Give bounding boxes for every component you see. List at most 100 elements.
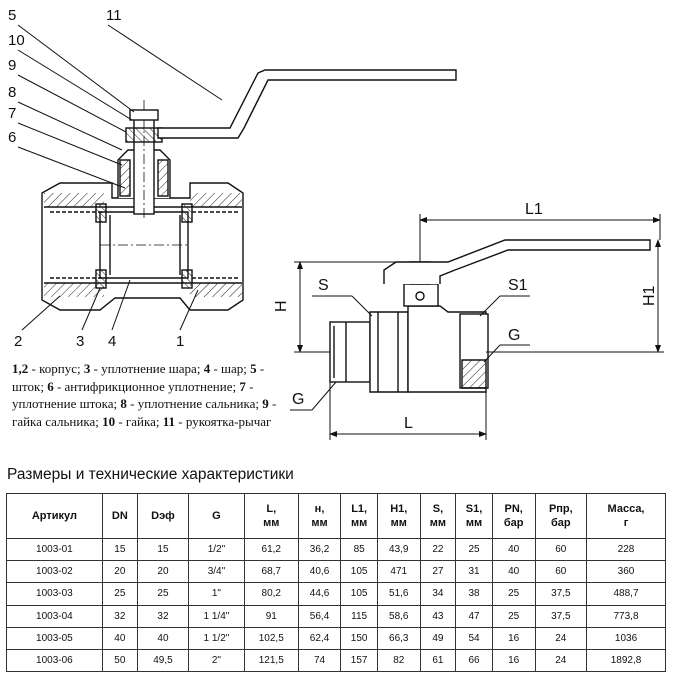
table-cell: 1003-03 <box>6 582 103 606</box>
table-cell: 15 <box>136 537 190 562</box>
table-cell: 91 <box>243 604 299 628</box>
table-cell: 1 1/4" <box>188 604 245 628</box>
legend-entry: 9 - гайка сальника; <box>12 396 277 429</box>
table-cell: 360 <box>586 560 666 584</box>
column-header: L1,мм <box>340 493 378 539</box>
table-cell: 62,4 <box>297 626 342 650</box>
table-cell: 60 <box>534 560 588 584</box>
table-cell: 1003-06 <box>6 648 103 673</box>
table-cell: 82 <box>377 648 421 673</box>
table-cell: 25 <box>455 537 493 562</box>
table-cell: 68,7 <box>243 560 299 584</box>
callout-6: 6 <box>8 129 16 146</box>
table-cell: 228 <box>586 537 666 562</box>
table-cell: 488,7 <box>586 582 666 606</box>
dim-L: L <box>404 415 413 432</box>
table-cell: 471 <box>377 560 421 584</box>
table-cell: 61,2 <box>243 537 299 562</box>
dim-G-right: G <box>508 327 520 344</box>
table-cell: 121,5 <box>243 648 299 673</box>
dim-S1: S1 <box>508 277 528 294</box>
table-cell: 25 <box>491 604 536 628</box>
table-cell: 1 1/2" <box>188 626 245 650</box>
table-cell: 1003-01 <box>6 537 103 562</box>
callout-8: 8 <box>8 84 16 101</box>
callout-1: 1 <box>176 333 184 350</box>
column-header: PN,бар <box>491 493 536 539</box>
table-cell: 25 <box>491 582 536 606</box>
table-cell: 24 <box>534 648 588 673</box>
callout-7: 7 <box>8 105 16 122</box>
table-cell: 43 <box>419 604 457 628</box>
column-header: G <box>188 493 245 539</box>
table-cell: 34 <box>419 582 457 606</box>
dim-H: H <box>273 300 290 312</box>
callout-9: 9 <box>8 57 16 74</box>
dimension-labels: L1 H H1 S S1 G G L <box>273 201 658 432</box>
table-cell: 58,6 <box>377 604 421 628</box>
table-cell: 61 <box>419 648 457 673</box>
table-cell: 49 <box>419 626 457 650</box>
table-cell: 40 <box>136 626 190 650</box>
callout-numbers: 5 11 10 9 8 7 6 2 3 4 1 <box>8 7 184 350</box>
table-cell: 15 <box>101 537 138 562</box>
table-cell: 27 <box>419 560 457 584</box>
table-cell: 49,5 <box>136 648 190 673</box>
table-cell: 32 <box>136 604 190 628</box>
column-header: S,мм <box>419 493 457 539</box>
table-cell: 25 <box>101 582 138 606</box>
table-cell: 37,5 <box>534 604 588 628</box>
table-cell: 38 <box>455 582 493 606</box>
column-header: DN <box>101 493 138 539</box>
column-header: H1,мм <box>377 493 421 539</box>
dim-L1: L1 <box>525 201 543 218</box>
table-cell: 43,9 <box>377 537 421 562</box>
table-cell: 66,3 <box>377 626 421 650</box>
table-cell: 36,2 <box>297 537 342 562</box>
table-cell: 105 <box>340 560 378 584</box>
callout-3: 3 <box>76 333 84 350</box>
table-cell: 20 <box>101 560 138 584</box>
table-cell: 25 <box>136 582 190 606</box>
table-cell: 3/4" <box>188 560 245 584</box>
section-view <box>41 69 457 311</box>
table-cell: 66 <box>455 648 493 673</box>
table-cell: 2" <box>188 648 245 673</box>
column-header: Dэф <box>136 493 190 539</box>
dim-G-left: G <box>292 391 304 408</box>
column-header: S1,мм <box>455 493 493 539</box>
column-header: Артикул <box>6 493 103 539</box>
dim-H1: H1 <box>641 285 658 306</box>
table-cell: 16 <box>491 626 536 650</box>
legend-entry: 3 - уплотнение шара; <box>83 361 204 376</box>
table-cell: 32 <box>101 604 138 628</box>
table-cell: 24 <box>534 626 588 650</box>
parts-legend: 1,2 - корпус; 3 - уплотнение шара; 4 - ш… <box>12 360 282 430</box>
technical-drawing: 5 11 10 9 8 7 6 2 3 4 1 <box>8 7 664 440</box>
table-cell: 56,4 <box>297 604 342 628</box>
legend-entry: 8 - уплотнение сальника; <box>120 396 263 411</box>
table-cell: 40 <box>491 560 536 584</box>
table-cell: 31 <box>455 560 493 584</box>
legend-entry: 10 - гайка; <box>102 413 163 429</box>
table-cell: 157 <box>340 648 378 673</box>
table-cell: 54 <box>455 626 493 650</box>
table-cell: 1003-04 <box>6 604 103 628</box>
table-cell: 1892,8 <box>586 648 666 673</box>
table-cell: 1" <box>188 582 245 606</box>
table-cell: 44,6 <box>297 582 342 606</box>
legend-entry: 4 - шар; <box>203 361 247 376</box>
table-cell: 773,8 <box>586 604 666 628</box>
table-cell: 51,6 <box>377 582 421 606</box>
legend-entry: 1,2 - корпус; <box>12 361 84 376</box>
legend-entry: 5 - шток; <box>12 361 265 394</box>
table-cell: 40 <box>101 626 138 650</box>
table-cell: 105 <box>340 582 378 606</box>
callout-4: 4 <box>108 333 116 350</box>
